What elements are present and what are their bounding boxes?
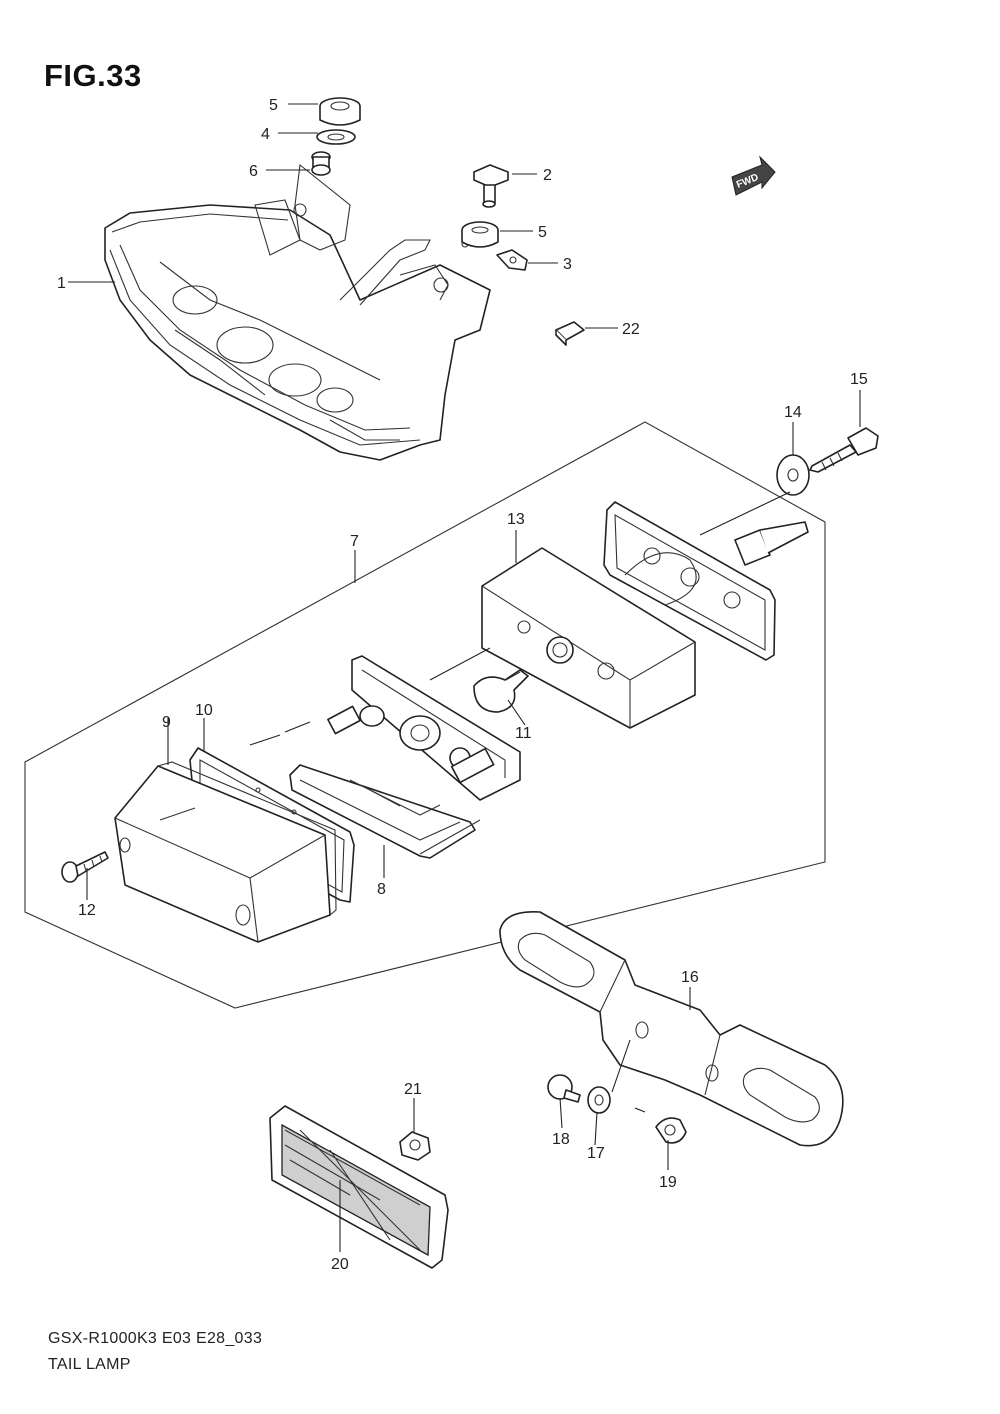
callout-7: 7 [350,533,359,550]
nut-19 [655,1117,687,1144]
callout-1: 1 [57,275,66,292]
washer-17 [587,1086,611,1114]
screw-2 [473,164,509,208]
callout-8: 8 [377,881,386,898]
callout-9: 9 [162,714,171,731]
figure-name: TAIL LAMP [48,1356,131,1373]
nut-3 [496,249,528,271]
tail-lamp-assembly [104,163,491,461]
license-lamp-housing-13 [481,547,696,729]
callout-4: 4 [261,126,270,143]
callout-15: 15 [850,371,868,388]
bulb-11 [473,669,529,713]
callout-5-top: 5 [269,97,278,114]
callout-10: 10 [195,702,213,719]
lens-9 [114,761,337,943]
screw-12 [61,851,109,883]
forward-arrow-icon: FWD [731,155,776,196]
callout-19: 19 [659,1174,677,1191]
screw-6 [311,151,331,176]
callout-5-right: 5 [538,224,547,241]
nut-21 [399,1131,431,1161]
callout-11: 11 [515,725,532,742]
bracket-16 [499,911,844,1147]
callout-22: 22 [622,321,640,338]
assembly-7-frame [24,421,826,1009]
callout-16: 16 [681,969,699,986]
callout-17: 17 [587,1145,605,1162]
grommet-5-right [461,221,499,248]
figure-title: FIG.33 [44,58,142,93]
callout-numbers: 1 2 3 4 5 5 6 7 8 9 10 11 12 13 14 15 16… [57,97,868,1273]
callout-21: 21 [404,1081,422,1098]
callout-2: 2 [543,167,552,184]
lamp-gasket-socket [603,491,809,661]
lamp-base-8 [289,655,521,859]
figure-code: GSX-R1000K3 E03 E28_033 [48,1330,263,1347]
callout-20: 20 [331,1256,349,1273]
bolt-18 [547,1074,581,1103]
grommet-5-top [319,97,361,126]
leader-lines [68,103,861,1170]
callout-13: 13 [507,511,525,528]
callout-6: 6 [249,163,258,180]
callout-18: 18 [552,1131,570,1148]
washer-4 [316,129,356,145]
reflector-20 [269,1105,449,1269]
screw-15 [809,427,879,473]
callout-3: 3 [563,256,572,273]
callout-12: 12 [78,902,96,919]
washer-14 [776,454,810,496]
clip-22 [555,321,585,346]
callout-14: 14 [784,404,802,421]
